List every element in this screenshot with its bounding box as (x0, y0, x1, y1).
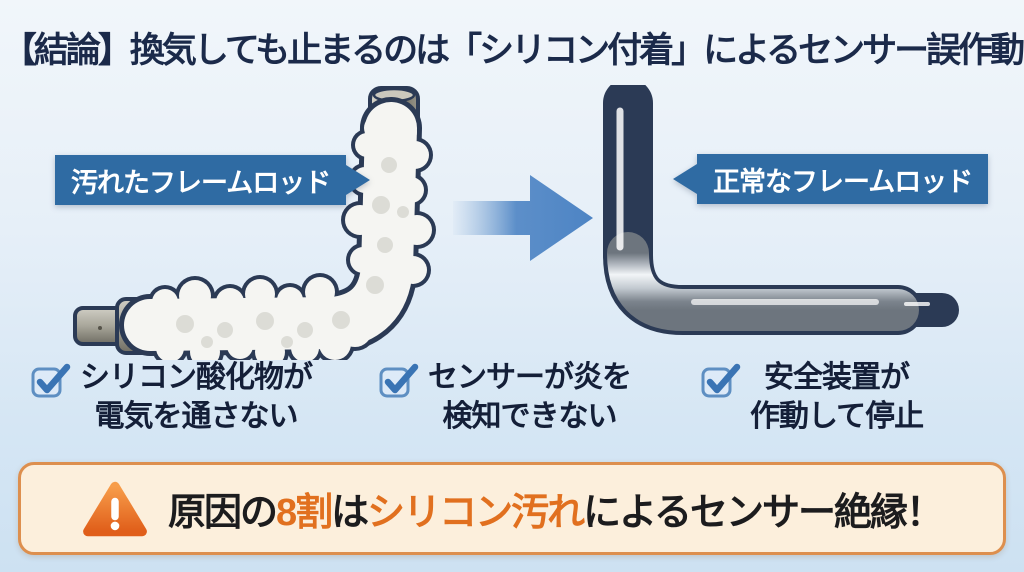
check-line: 検知できない (442, 400, 618, 433)
check-line: センサーが炎を (428, 361, 632, 394)
warning-segment-accent: 8割 (275, 492, 333, 534)
checkbox-checked-icon (379, 363, 419, 398)
check-line: 電気を通さない (94, 400, 299, 433)
warning-banner: 原因の8割はシリコン汚れによるセンサー絶縁！ (18, 462, 1006, 555)
check-text: 安全装置が 作動して停止 (750, 358, 924, 436)
clean-flame-rod-illustration (603, 85, 959, 335)
check-line: 作動して停止 (750, 400, 924, 433)
check-text: シリコン酸化物が 電気を通さない (80, 358, 313, 436)
callout-clean-flame-rod: 正常なフレームロッド (673, 154, 989, 204)
callout-pointer-right (346, 165, 371, 195)
arrow-right-icon (453, 175, 593, 261)
callout-pointer-left (673, 164, 697, 194)
warning-icon (83, 481, 147, 536)
callout-dirty-flame-rod: 汚れたフレームロッド (55, 155, 371, 205)
check-item-sensor-flame: センサーが炎を 検知できない (378, 358, 632, 436)
warning-segment: によるセンサー絶縁！ (583, 492, 944, 534)
check-line: シリコン酸化物が (80, 361, 313, 394)
check-item-silicon-oxide: シリコン酸化物が 電気を通さない (30, 358, 313, 436)
callout-clean-label: 正常なフレームロッド (697, 154, 989, 204)
checkbox-checked-icon (31, 363, 71, 398)
dirty-flame-rod-illustration (73, 86, 436, 360)
check-line: 安全装置が (764, 361, 910, 394)
page-title: 【結論】換気しても止まるのは「シリコン付着」によるセンサー誤作動 (1, 31, 1024, 70)
check-text: センサーが炎を 検知できない (428, 358, 632, 436)
warning-message: 原因の8割はシリコン汚れによるセンサー絶縁！ (167, 481, 944, 536)
check-item-safety-device: 安全装置が 作動して停止 (700, 358, 924, 436)
deposit-texture (176, 157, 409, 348)
warning-segment-accent: シリコン汚れ (367, 492, 585, 534)
checkbox-checked-icon (701, 363, 741, 398)
warning-segment: 原因の (167, 492, 278, 534)
callout-dirty-label: 汚れたフレームロッド (55, 155, 347, 205)
warning-segment: は (331, 492, 369, 534)
